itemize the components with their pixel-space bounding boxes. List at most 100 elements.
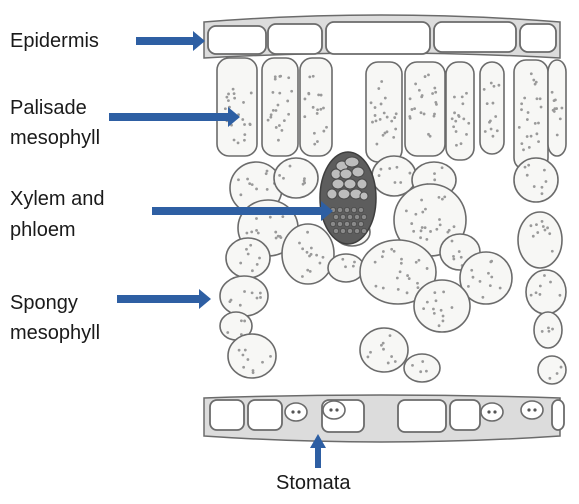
cell-dot [470,269,473,272]
cell-dot [460,256,463,259]
cell-dot [278,124,281,127]
cell-dot [243,133,246,136]
cell-dot [541,220,544,223]
cell-dot [433,178,436,181]
cell-dot [315,254,318,257]
cell-dot [530,135,533,138]
cell-dot [548,232,551,235]
palisade-cell [300,58,332,156]
cell-dot [489,284,492,287]
cell-dot [432,308,435,311]
cell-dot [224,107,227,110]
cell-dot [467,122,470,125]
cell-dot [269,355,272,358]
cell-dot [527,164,530,167]
cell-dot [255,188,258,191]
cell-dot [492,135,495,138]
cell-dot [392,136,395,139]
cell-dot [408,277,411,280]
cell-dot [376,143,379,146]
cell-dot [382,134,385,137]
cell-dot [433,113,436,116]
cell-dot [244,349,247,352]
palisade-cell [262,58,298,156]
spongy-cell [414,280,470,332]
cell-dot [421,360,424,363]
cell-dot [452,258,455,261]
cell-dot [520,108,523,111]
label-spongy-1: Spongy [10,291,78,315]
cell-dot [269,216,272,219]
cell-dot [303,182,306,185]
guard-cell [323,401,345,419]
phloem-cell [354,228,359,233]
cell-dot [559,117,562,120]
cell-dot [438,196,441,199]
cell-dot [537,140,540,143]
cell-dot [380,103,383,106]
cell-dot [278,75,281,78]
cell-dot [387,362,390,365]
cell-dot [461,102,464,105]
cell-dot [352,265,355,268]
cell-dot [242,101,245,104]
cell-dot [408,115,411,118]
spongy-cell [404,354,440,382]
phloem-cell [333,214,338,219]
cell-dot [367,356,370,359]
cell-dot [462,117,465,120]
cell-dot [242,366,245,369]
xylem-cell [327,189,337,199]
cell-dot [551,328,554,331]
cell-dot [384,97,387,100]
cell-dot [245,248,248,251]
cell-dot [426,301,429,304]
cell-dot [298,242,301,245]
cell-dot [378,174,381,177]
cell-dot [541,330,544,333]
cell-dot [547,326,550,329]
guard-cell-dot [335,408,338,411]
cell-dot [549,281,552,284]
cell-dot [542,225,545,228]
cell-dot [424,226,427,229]
cell-dot [287,76,290,79]
cell-dot [465,133,468,136]
spongy-cell [538,356,566,384]
guard-cell [481,403,503,421]
cell-dot [316,140,319,143]
cell-dot [241,118,244,121]
cell-dot [243,139,246,142]
cell-dot [410,222,413,225]
cell-dot [532,235,535,238]
cell-dot [548,377,551,380]
cell-dot [554,99,557,102]
cell-dot [426,267,429,270]
cell-dot [249,244,252,247]
cell-dot [322,256,325,259]
cell-dot [303,115,306,118]
cell-dot [283,119,286,122]
cell-dot [374,114,377,117]
label-spongy-2: mesophyll [10,321,100,345]
cell-dot [427,73,430,76]
cell-dot [490,128,493,131]
cell-dot [451,240,454,243]
label-epidermis: Epidermis [10,29,99,53]
cell-dot [479,280,482,283]
cell-dot [424,75,427,78]
cell-dot [433,87,436,90]
cell-dot [390,248,393,251]
cell-dot [536,231,539,234]
cell-dot [560,366,563,369]
palisade-cell [480,62,504,154]
cell-dot [281,129,284,132]
cell-dot [490,82,493,85]
cell-dot [543,169,546,172]
cell-dot [486,102,489,105]
label-xylem-2: phloem [10,218,76,242]
cell-dot [319,108,322,111]
cell-dot [246,178,249,181]
cell-dot [411,364,414,367]
cell-dot [382,342,385,345]
